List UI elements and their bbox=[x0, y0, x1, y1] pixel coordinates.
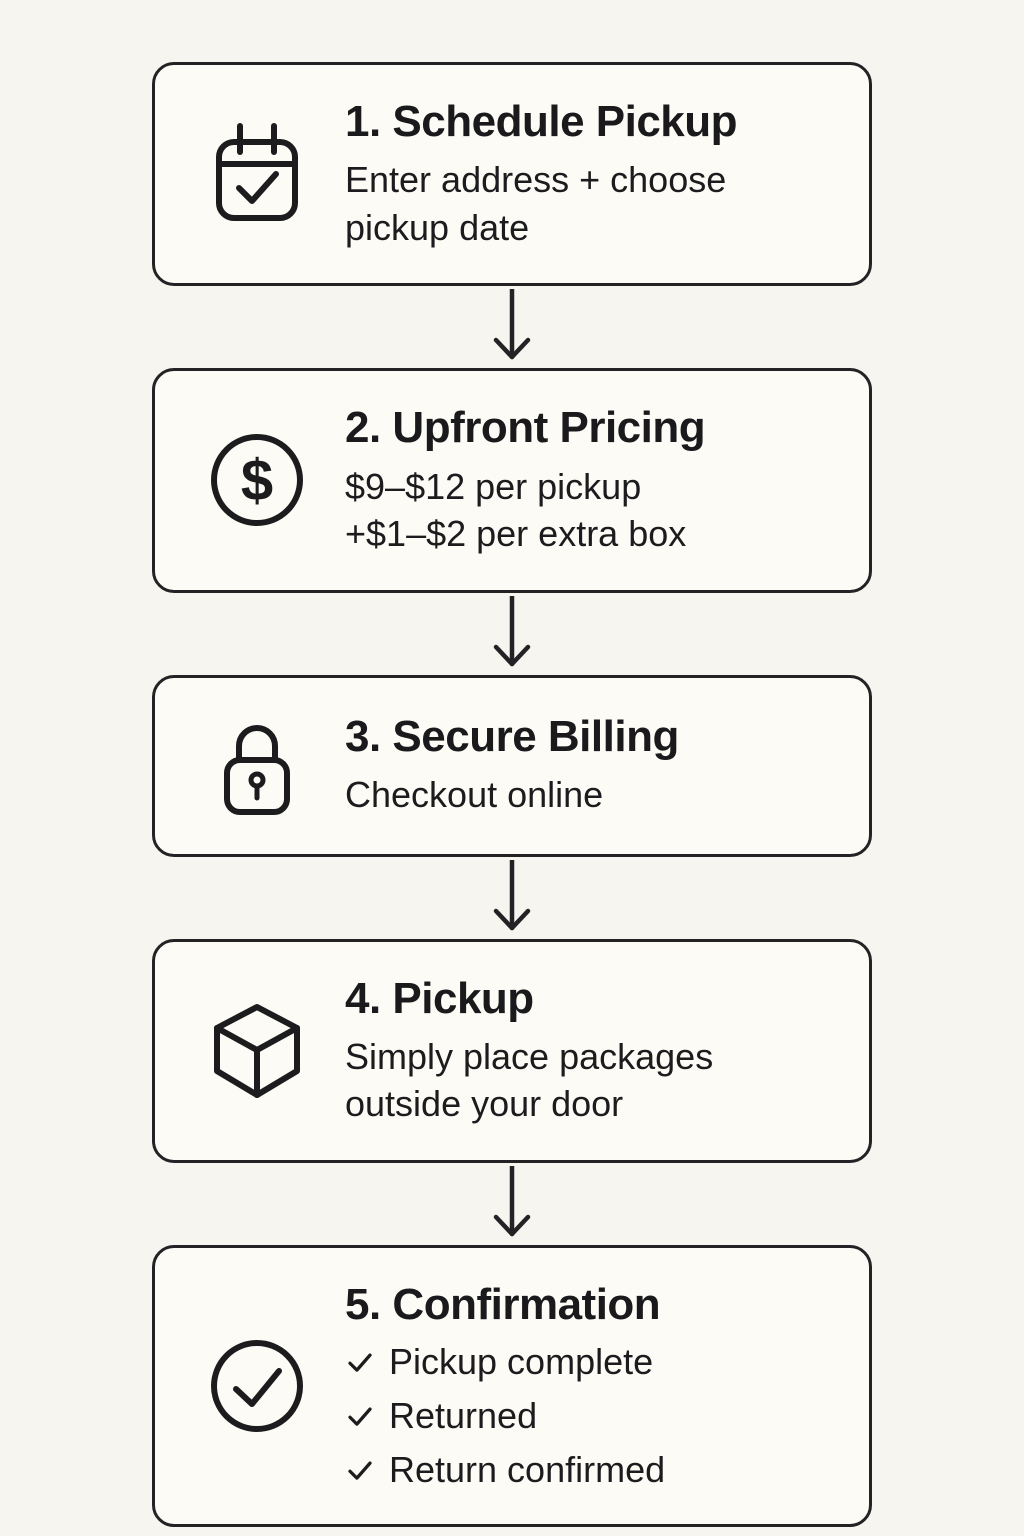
step-description-line: pickup date bbox=[345, 206, 530, 248]
check-icon bbox=[345, 1347, 375, 1377]
checklist-item-label: Pickup complete bbox=[389, 1341, 654, 1383]
step-description-line: $9–$12 per pickup bbox=[345, 465, 642, 507]
svg-text:$: $ bbox=[241, 448, 273, 513]
step-description-line: Enter address + choose bbox=[345, 159, 727, 201]
step-title: 4. Pickup bbox=[345, 973, 534, 1023]
checklist-item: Returned bbox=[345, 1393, 829, 1438]
step-title: 2. Upfront Pricing bbox=[345, 403, 706, 453]
check-circle-icon bbox=[207, 1330, 307, 1442]
lock-icon bbox=[207, 710, 307, 822]
checklist-item: Pickup complete bbox=[345, 1339, 829, 1384]
step-description: Enter address + choose pickup date bbox=[345, 156, 829, 251]
checklist-item: Return confirmed bbox=[345, 1447, 829, 1492]
checklist-item-label: Return confirmed bbox=[389, 1449, 666, 1491]
step-title: 1. Schedule Pickup bbox=[345, 97, 738, 146]
flow-arrow-down bbox=[490, 857, 534, 939]
step-description-line: +$1–$2 per extra box bbox=[345, 513, 687, 555]
flow-arrow-down bbox=[490, 1163, 534, 1245]
flow-arrow-down bbox=[490, 286, 534, 368]
step-description-line: Checkout online bbox=[345, 774, 604, 816]
step-card-upfront-pricing: $ 2. Upfront Pricing $9–$12 per pickup +… bbox=[152, 368, 872, 593]
step-title: 3. Secure Billing bbox=[345, 712, 679, 762]
flow-arrow-down bbox=[490, 593, 534, 675]
step-description: $9–$12 per pickup +$1–$2 per extra box bbox=[345, 463, 829, 558]
confirmation-checklist: Pickup complete Returned Return confirme… bbox=[345, 1339, 829, 1492]
step-description: Checkout online bbox=[345, 771, 829, 819]
step-card-schedule-pickup: 1. Schedule Pickup Enter address + choos… bbox=[152, 62, 872, 287]
dollar-circle-icon: $ bbox=[207, 424, 307, 536]
step-title: 5. Confirmation bbox=[345, 1279, 661, 1329]
cube-icon bbox=[207, 995, 307, 1107]
calendar-check-icon bbox=[207, 118, 307, 230]
step-description-line: outside your door bbox=[345, 1083, 624, 1125]
step-description: Simply place packages outside your door bbox=[345, 1033, 829, 1128]
step-card-pickup: 4. Pickup Simply place packages outside … bbox=[152, 938, 872, 1163]
checklist-item-label: Returned bbox=[389, 1395, 538, 1437]
check-icon bbox=[345, 1401, 375, 1431]
step-description-line: Simply place packages bbox=[345, 1035, 714, 1077]
pickup-flow-diagram: 1. Schedule Pickup Enter address + choos… bbox=[152, 0, 872, 1528]
check-icon bbox=[345, 1455, 375, 1485]
step-card-confirmation: 5. Confirmation Pickup complete Returned bbox=[152, 1244, 872, 1528]
step-card-secure-billing: 3. Secure Billing Checkout online bbox=[152, 674, 872, 857]
